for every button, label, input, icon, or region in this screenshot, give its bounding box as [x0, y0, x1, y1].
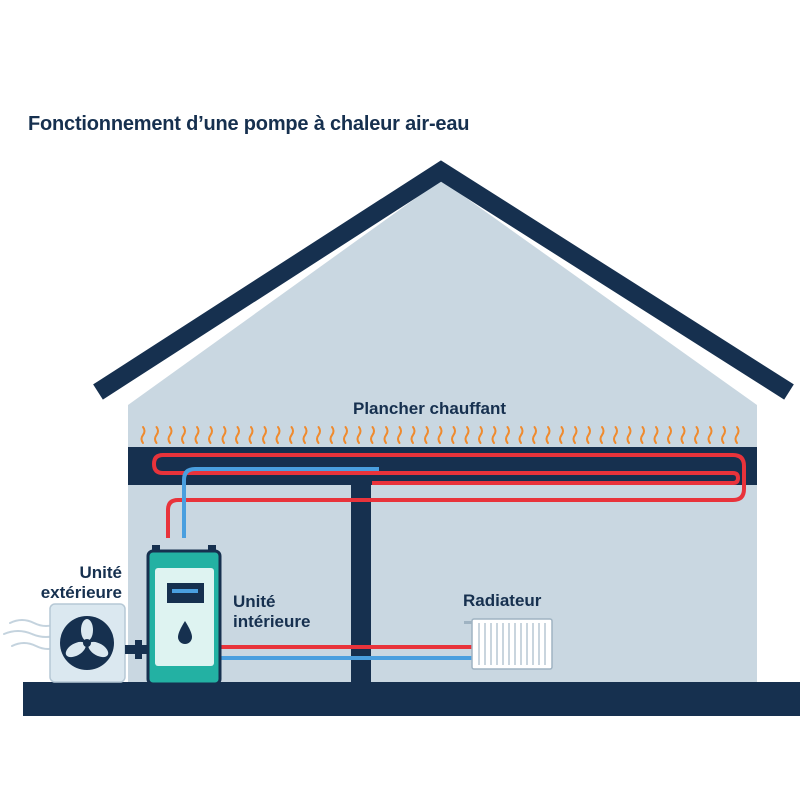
- heat-wave-icon: [734, 426, 740, 444]
- indoor-unit-label-line1: Unité: [233, 592, 276, 611]
- central-post: [351, 485, 371, 685]
- heat-wave-icon: [586, 426, 591, 444]
- heat-wave-icon: [640, 426, 645, 444]
- heat-wave-icon: [302, 426, 308, 444]
- heat-wave-icon: [707, 426, 713, 444]
- heat-wave-icon: [275, 426, 281, 444]
- heat-wave-icon: [572, 426, 578, 444]
- heat-wave-icon: [721, 426, 726, 444]
- house-roof: [93, 160, 794, 400]
- heat-wave-icon: [140, 426, 740, 444]
- heat-wave-icon: [626, 426, 632, 444]
- outdoor-unit-label-line1: Unité: [79, 563, 123, 582]
- heat-wave-icon: [248, 426, 254, 444]
- outdoor-unit-label: Unité extérieure: [18, 563, 122, 603]
- underfloor-hot-pipe: [152, 453, 746, 538]
- outdoor-unit: [49, 603, 149, 683]
- heat-wave-icon: [451, 426, 456, 444]
- heat-wave-icon: [181, 426, 186, 444]
- underfloor-heating-label: Plancher chauffant: [353, 399, 507, 418]
- water-drop-icon: [178, 621, 192, 644]
- radiator-label: Radiateur: [463, 591, 542, 610]
- heat-wave-icon: [316, 426, 321, 444]
- heat-wave-icon: [167, 426, 173, 444]
- radiator: [464, 618, 553, 670]
- heat-wave-icon: [383, 426, 389, 444]
- heat-wave-icon: [667, 426, 672, 444]
- indoor-unit: [146, 545, 222, 686]
- heat-wave-icon: [235, 426, 240, 444]
- heat-wave-icon: [653, 426, 659, 444]
- diagram-title: Fonctionnement d’une pompe à chaleur air…: [28, 113, 470, 135]
- heat-wave-icon: [599, 426, 605, 444]
- heat-wave-icon: [343, 426, 348, 444]
- heat-wave-icon: [505, 426, 510, 444]
- heat-wave-icon: [289, 426, 294, 444]
- fan-icon: [65, 619, 109, 658]
- heat-wave-icon: [491, 426, 497, 444]
- indoor-unit-label: Unité intérieure: [233, 592, 310, 632]
- heat-wave-icon: [680, 426, 686, 444]
- heat-wave-icon: [559, 426, 564, 444]
- heat-wave-icon: [370, 426, 375, 444]
- heat-wave-icon: [154, 426, 159, 444]
- heat-wave-icon: [478, 426, 483, 444]
- heat-wave-icon: [356, 426, 362, 444]
- heat-wave-icon: [140, 426, 146, 444]
- heat-wave-icon: [194, 426, 200, 444]
- heat-wave-icon: [262, 426, 267, 444]
- heat-wave-icon: [397, 426, 402, 444]
- floor-slab: [128, 447, 757, 485]
- heat-wave-icon: [329, 426, 335, 444]
- heat-wave-icon: [410, 426, 416, 444]
- heat-wave-icon: [518, 426, 524, 444]
- heat-wave-icon: [208, 426, 213, 444]
- outdoor-unit-label-line2: extérieure: [40, 583, 122, 602]
- heat-wave-icon: [694, 426, 699, 444]
- heat-wave-icon: [437, 426, 443, 444]
- ground: [23, 682, 800, 716]
- heat-wave-icon: [545, 426, 551, 444]
- heat-wave-icon: [532, 426, 537, 444]
- heat-wave-icon: [464, 426, 470, 444]
- house-wall: [128, 180, 757, 686]
- heat-wave-icon: [613, 426, 618, 444]
- underfloor-cold-pipe: [182, 467, 379, 538]
- heat-wave-icon: [424, 426, 429, 444]
- heat-wave-icon: [221, 426, 227, 444]
- indoor-unit-label-line2: intérieure: [233, 612, 311, 631]
